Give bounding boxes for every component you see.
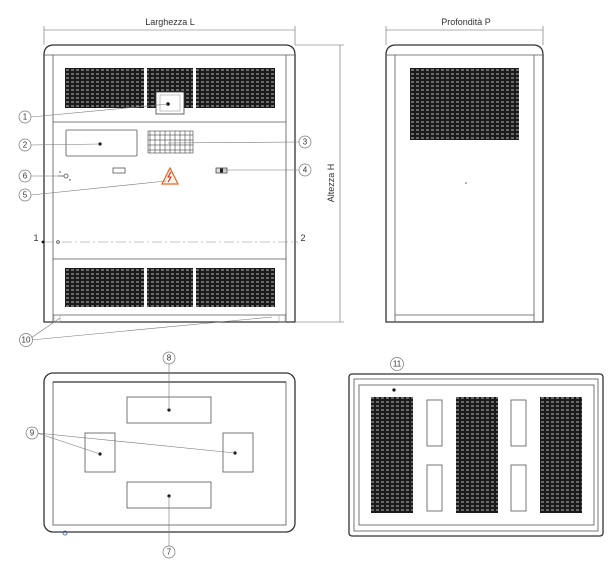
svg-text:3: 3 — [303, 138, 308, 147]
section-marker-1: 1 — [33, 233, 38, 243]
louver-top-left — [65, 68, 144, 108]
callout-7: 7 — [162, 545, 176, 559]
width-label: Larghezza L — [145, 17, 195, 27]
section-marker-2: 2 — [300, 233, 305, 243]
callout-4: 4 — [298, 163, 312, 177]
front-view: 1 2 — [33, 44, 306, 323]
base-louver-left — [371, 397, 413, 513]
callout-9: 9 — [25, 426, 39, 440]
svg-text:1: 1 — [23, 113, 28, 122]
callout-8: 8 — [162, 351, 176, 365]
side-view: Profondità P — [385, 17, 544, 323]
connector-icon — [58, 171, 71, 181]
svg-text:4: 4 — [303, 166, 308, 175]
base-louver-center — [456, 397, 498, 513]
callout-5: 5 — [18, 188, 32, 202]
indicator — [112, 167, 126, 174]
callout-3: 3 — [298, 135, 312, 149]
callout-11: 11 — [390, 357, 404, 371]
callout-2: 2 — [18, 138, 32, 152]
callout-6: 6 — [18, 169, 32, 183]
cover-9-left — [84, 432, 116, 473]
base-louver-right — [540, 397, 582, 513]
svg-text:9: 9 — [30, 429, 35, 438]
svg-text:5: 5 — [23, 191, 28, 200]
height-dimension: Altezza H — [295, 44, 344, 323]
width-dimension: Larghezza L — [43, 17, 296, 45]
cover-9-right — [222, 432, 254, 473]
svg-text:8: 8 — [167, 354, 172, 363]
louver-top-right — [196, 68, 275, 108]
height-label: Altezza H — [326, 164, 336, 203]
warning-triangle-icon — [161, 166, 179, 185]
callout-10: 10 — [19, 333, 33, 347]
louver-bottom-right — [196, 268, 275, 307]
svg-text:2: 2 — [23, 141, 28, 150]
louver-bottom-left — [65, 268, 144, 307]
louver-bottom-center — [147, 268, 193, 307]
ventilation-grid — [147, 130, 194, 154]
display-panel — [65, 129, 138, 157]
fan-plate — [155, 91, 185, 115]
leader-lines — [30, 103, 300, 546]
svg-text:6: 6 — [23, 172, 28, 181]
svg-text:7: 7 — [167, 548, 172, 557]
side-louver — [410, 68, 519, 140]
callout-1: 1 — [18, 110, 32, 124]
top-view — [43, 372, 296, 536]
bottom-view — [348, 373, 604, 537]
svg-text:10: 10 — [22, 336, 31, 345]
depth-label: Profondità P — [441, 17, 491, 27]
svg-text:11: 11 — [393, 360, 402, 369]
